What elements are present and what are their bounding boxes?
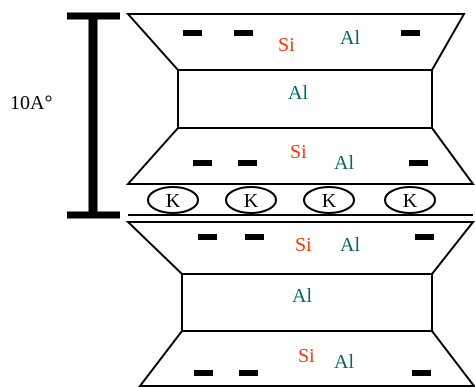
al-label: Al [334,152,354,174]
negative-charge [238,160,257,166]
tetrahedral-sheet-2: Si Al [125,127,475,185]
potassium-ion [147,186,199,214]
si-label: Si [278,34,295,56]
interlayer-potassium: K K K K [128,183,473,216]
scale-bar-label: 10A° [10,92,52,114]
negative-charge [193,160,212,166]
negative-charge [234,30,253,36]
tetrahedral-sheet-1: Si Al [125,13,466,71]
octahedral-sheet-1: Al [177,69,433,129]
octahedral-rect [177,69,433,129]
potassium-label: K [403,190,418,212]
si-label: Si [298,345,315,367]
negative-charge [409,160,428,166]
potassium-ion [384,186,436,214]
al-label: Al [340,234,360,256]
potassium-label: K [166,190,181,212]
al-label: Al [340,27,360,49]
negative-charge [194,370,213,376]
potassium-ion [225,186,277,214]
octahedral-sheet-2: Al [181,273,433,332]
si-label: Si [295,234,312,256]
si-label: Si [290,141,307,163]
octahedral-rect [181,273,433,332]
tetrahedral-trapezoid [137,330,475,387]
potassium-label: K [322,190,337,212]
al-label: Al [288,82,308,104]
negative-charge [415,234,434,240]
negative-charge [198,234,217,240]
potassium-ion [303,186,355,214]
tetrahedral-trapezoid [125,13,466,71]
tetrahedral-sheet-4: Si Al [137,330,475,387]
negative-charge [245,234,264,240]
negative-charge [183,30,202,36]
negative-charge [412,370,431,376]
negative-charge [401,30,420,36]
tetrahedral-sheet-3: Si Al [125,221,475,275]
negative-charge [239,370,258,376]
al-label: Al [292,285,312,307]
al-label: Al [334,351,354,373]
scale-bar [67,12,120,219]
potassium-label: K [244,190,259,212]
